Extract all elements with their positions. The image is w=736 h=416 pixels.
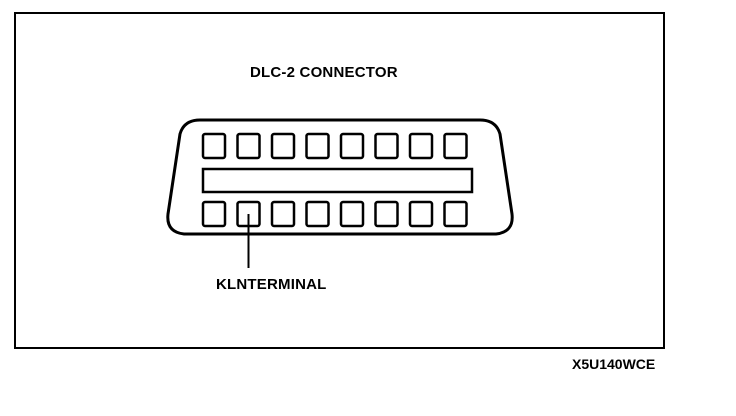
bottom-pin-row	[201, 200, 468, 228]
top-pin-5	[339, 132, 365, 160]
bottom-pin-3	[270, 200, 296, 228]
top-pin-8	[443, 132, 468, 160]
kln-terminal-label: KLNTERMINAL	[216, 276, 327, 293]
figure-code: X5U140WCE	[572, 356, 656, 372]
diagram-frame	[14, 12, 665, 349]
top-pin-row	[201, 132, 468, 160]
bottom-pin-4	[305, 200, 330, 228]
diagram-title: DLC-2 CONNECTOR	[250, 64, 398, 81]
top-pin-4	[305, 132, 330, 160]
bottom-pin-7	[408, 200, 434, 228]
connector-shell	[166, 118, 514, 236]
top-pin-2	[236, 132, 261, 160]
top-pin-3	[270, 132, 296, 160]
bottom-pin-1	[201, 200, 227, 228]
bottom-pin-8	[443, 200, 468, 228]
bottom-pin-5	[339, 200, 365, 228]
bottom-pin-6	[374, 200, 399, 228]
top-pin-6	[374, 132, 399, 160]
top-pin-7	[408, 132, 434, 160]
top-pin-1	[201, 132, 227, 160]
center-key-slot	[201, 167, 474, 194]
